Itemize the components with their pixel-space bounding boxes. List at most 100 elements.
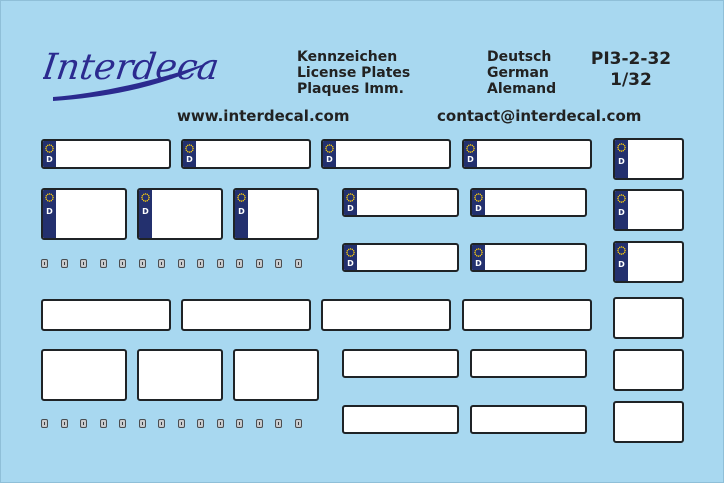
eu-star [332, 147, 334, 150]
eu-star [347, 254, 350, 257]
eu-stars-icon [346, 248, 355, 257]
eu-star [331, 145, 334, 148]
mini-plate [138, 259, 146, 268]
eu-star [48, 144, 51, 146]
blank-plate-square [41, 349, 127, 401]
eu-star [147, 198, 150, 201]
eu-star [46, 199, 49, 202]
eu-star [142, 193, 145, 196]
country-code-label: D [186, 155, 193, 164]
mini-plate [158, 259, 165, 268]
mini-plate [119, 419, 126, 428]
mini-plate [60, 419, 68, 428]
blank-plate-square [233, 349, 319, 401]
eu-star [467, 150, 470, 153]
eu-plate-small: D [613, 189, 684, 231]
eu-star [51, 194, 54, 197]
eu-star [192, 147, 194, 150]
eu-star [472, 145, 475, 148]
eu-star [185, 147, 187, 150]
eu-star [481, 251, 483, 254]
eu-stars-icon [474, 193, 483, 202]
eu-star [238, 199, 241, 202]
eu-star [237, 194, 240, 197]
eu-star [475, 199, 478, 202]
mini-plate [216, 259, 224, 268]
eu-star [466, 147, 468, 150]
eu-star [620, 150, 623, 152]
eu-star [141, 198, 144, 201]
website-link[interactable]: www.interdecal.com [177, 107, 350, 125]
eu-star [243, 198, 246, 201]
eu-star [617, 146, 619, 149]
eu-star [623, 148, 626, 151]
eu-star [477, 193, 480, 195]
eu-star [618, 194, 621, 197]
subject-line-en: License Plates [297, 65, 411, 81]
eu-star [475, 193, 478, 196]
mini-plate [99, 419, 107, 428]
blank-plate-medium [470, 405, 587, 434]
eu-star [623, 251, 626, 254]
eu-star [240, 200, 243, 202]
eu-plate-small: D [613, 138, 684, 180]
eu-star [618, 149, 621, 152]
eu-star [618, 200, 621, 203]
mini-plate [236, 419, 243, 428]
eu-stars-icon [325, 144, 334, 153]
eu-stars-icon [466, 144, 475, 153]
eu-star [618, 143, 621, 146]
eu-star [48, 151, 51, 153]
country-code-label: D [618, 260, 625, 269]
eu-stars-icon [45, 193, 54, 202]
article-code: PI3-2-32 [590, 49, 672, 69]
eu-star [185, 149, 188, 152]
country-code-label: D [618, 157, 625, 166]
eu-star [622, 194, 625, 197]
eu-star [325, 149, 328, 152]
eu-star [45, 145, 48, 148]
country-code-label: D [475, 204, 482, 213]
eu-star [352, 198, 355, 201]
eu-stars-icon [617, 194, 626, 203]
eu-star [617, 251, 620, 254]
blank-plate-medium [342, 405, 459, 434]
eu-band: D [472, 190, 485, 215]
eu-star [480, 249, 483, 252]
eu-plate-long: D [462, 139, 592, 169]
eu-star [51, 198, 54, 201]
eu-star [617, 249, 619, 252]
country-code-label: D [142, 207, 149, 216]
eu-star [326, 150, 329, 153]
eu-star [622, 200, 625, 203]
eu-stars-icon [237, 193, 246, 202]
eu-star [46, 193, 49, 196]
mini-plate [41, 419, 48, 428]
eu-star [243, 194, 246, 197]
country-code-label: D [46, 155, 53, 164]
eu-star [466, 149, 469, 152]
eu-star [620, 253, 623, 255]
eu-star [346, 253, 349, 256]
eu-star [620, 194, 623, 196]
eu-star [45, 198, 48, 201]
blank-plate-small [613, 297, 684, 339]
eu-star [141, 194, 144, 197]
eu-star [346, 196, 348, 199]
eu-band: D [43, 190, 56, 238]
language-lines: Deutsch German Alemand [487, 49, 556, 97]
eu-star [142, 199, 145, 202]
eu-star [52, 147, 54, 150]
eu-star [46, 144, 49, 147]
eu-star [331, 149, 334, 152]
eu-star [45, 149, 48, 152]
eu-star [617, 195, 620, 198]
email-link[interactable]: contact@interdecal.com [437, 107, 642, 125]
mini-plate [138, 419, 146, 428]
mini-plate [80, 419, 87, 428]
blank-plate-long [321, 299, 451, 331]
mini-plate [119, 259, 126, 268]
eu-star [622, 149, 625, 152]
mini-plate [177, 419, 185, 428]
eu-star [346, 249, 349, 252]
